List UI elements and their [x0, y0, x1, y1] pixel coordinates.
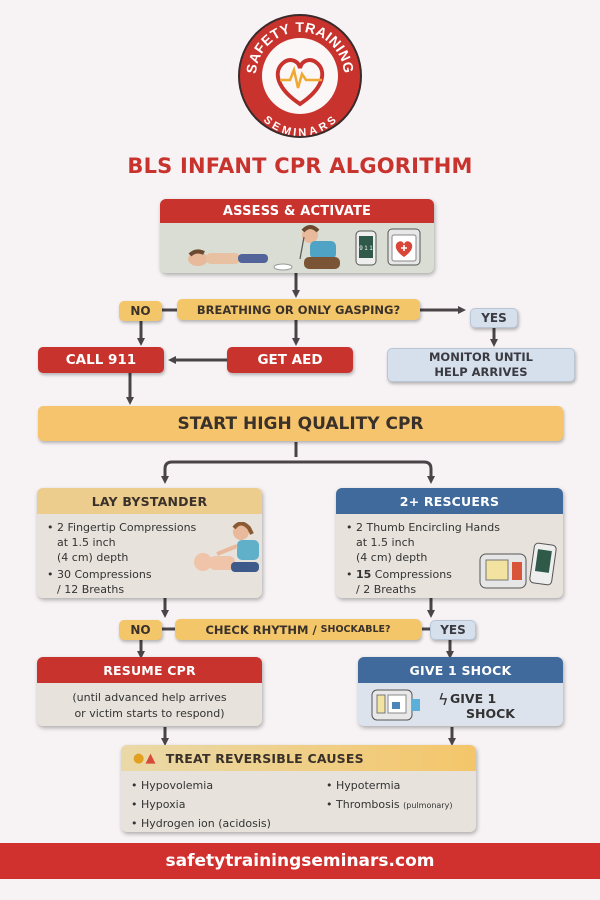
rhythm-question-small: SHOCKABLE? — [320, 624, 391, 635]
lay-bullet-2-line-2: / 12 Breaths — [57, 583, 125, 596]
causes-icon: ● — [133, 750, 145, 766]
cause-item: Thrombosis (pulmonary) — [326, 796, 468, 814]
lay-bullet-1-line-1: 2 Fingertip Compressions — [57, 521, 197, 534]
cause-item: Hypotermia — [326, 777, 468, 794]
call-911-box: CALL 911 — [38, 347, 164, 373]
reversible-causes-panel: ● ▲ TREAT REVERSIBLE CAUSES Hypovolemia … — [121, 745, 476, 832]
infant-lying-figure — [188, 249, 268, 266]
reversible-causes-header: TREAT REVERSIBLE CAUSES — [165, 750, 364, 766]
get-aed-box: GET AED — [227, 347, 353, 373]
rescuers-bullet-2-line-2: / 2 Breaths — [356, 583, 417, 596]
organ-icon: ▲ — [145, 750, 156, 766]
aed-device-icon — [479, 553, 527, 589]
lightning-icon: ϟ — [438, 690, 449, 709]
cause-item: Hypovolemia — [131, 777, 313, 794]
give-shock-panel: GIVE 1 SHOCK ϟ GIVE 1 SHOCK — [358, 657, 563, 726]
rescuers-bullet-2-rest: Compressions — [371, 568, 452, 581]
towel-icon — [273, 263, 293, 271]
rhythm-question: CHECK RHYTHM / SHOCKABLE? — [175, 619, 421, 640]
lay-bystander-panel: LAY BYSTANDER 2 Fingertip Compressions a… — [37, 488, 262, 598]
cause-item: Hydrogen ion (acidosis) — [131, 815, 313, 832]
lay-bystander-header: LAY BYSTANDER — [37, 488, 262, 514]
cause-item: Hypoxia — [131, 796, 313, 813]
rescuers-header: 2+ RESCUERS — [336, 488, 563, 514]
rhythm-question-main: CHECK RHYTHM / — [205, 622, 321, 637]
lay-bullet-1: 2 Fingertip Compressions at 1.5 inch (4 … — [47, 520, 197, 565]
rescuers-bullet-2: 15 Compressions / 2 Breaths — [346, 567, 555, 597]
yes-label-2: YES — [430, 620, 476, 640]
rescuers-bullet-1-line-3: (4 cm) depth — [356, 551, 428, 564]
phone-icon — [529, 542, 557, 586]
rescuers-devices-illustration — [479, 542, 557, 589]
rescuers-compression-count: 15 — [356, 568, 372, 581]
page-title: BLS INFANT CPR ALGORITHM — [127, 154, 473, 178]
assess-activate-header: ASSESS & ACTIVATE — [160, 199, 434, 223]
cause-thrombosis-note: (pulmonary) — [403, 801, 453, 810]
resume-line-2: or victim starts to respond) — [74, 707, 225, 720]
lay-bullet-1-line-3: (4 cm) depth — [57, 551, 129, 564]
monitor-line-1: MONITOR UNTIL — [428, 350, 534, 364]
yes-label-1: YES — [470, 308, 518, 328]
rescuers-bullet-1-line-1: 2 Thumb Encircling Hands — [356, 521, 500, 534]
resume-cpr-header: RESUME CPR — [37, 657, 262, 683]
no-label-2: NO — [119, 620, 162, 640]
give-shock-header: GIVE 1 SHOCK — [358, 657, 563, 683]
logo: SAFETY TRAINING SEMINARS — [236, 12, 364, 140]
aed-icon — [387, 228, 421, 266]
heart-pulse-icon — [275, 58, 325, 107]
rescuers-panel: 2+ RESCUERS 2 Thumb Encircling Hands at … — [336, 488, 563, 598]
rescuers-bullet-1-line-2: at 1.5 inch — [356, 536, 415, 549]
phone-icon: 9 1 1 — [355, 230, 377, 266]
no-label-1: NO — [119, 301, 162, 321]
assess-illustration: 9 1 1 — [188, 225, 421, 271]
lay-bullet-2: 30 Compressions / 12 Breaths — [47, 567, 179, 597]
cause-thrombosis: Thrombosis — [336, 798, 400, 811]
bystander-infant-illustration — [194, 522, 259, 572]
assess-activate-panel: ASSESS & ACTIVATE 9 1 1 — [160, 199, 434, 273]
shock-line-1: GIVE 1 — [450, 691, 497, 706]
breathing-question: BREATHING OR ONLY GASPING? — [177, 299, 420, 320]
rescuers-bullet-1: 2 Thumb Encircling Hands at 1.5 inch (4 … — [346, 520, 555, 565]
arrow-branch-rescuers — [296, 460, 435, 484]
lay-bullet-2-line-1: 30 Compressions — [57, 568, 152, 581]
phone-display-text: 9 1 1 — [359, 246, 373, 252]
resume-line-1: (until advanced help arrives — [72, 691, 227, 704]
lay-bullet-1-line-2: at 1.5 inch — [57, 536, 116, 549]
rescuer-kneeling-figure — [299, 225, 340, 269]
monitor-line-2: HELP ARRIVES — [434, 365, 528, 379]
resume-cpr-panel: RESUME CPR (until advanced help arrives … — [37, 657, 262, 726]
start-cpr-box: START HIGH QUALITY CPR — [38, 406, 563, 441]
aed-device-icon — [371, 689, 420, 721]
monitor-box: MONITOR UNTIL HELP ARRIVES — [387, 348, 575, 382]
footer-website[interactable]: safetytrainingseminars.com — [0, 843, 600, 879]
reversible-causes-head: ● ▲ TREAT REVERSIBLE CAUSES — [121, 745, 476, 771]
shock-line-2: SHOCK — [466, 706, 515, 721]
arrow-branch-lay — [161, 460, 296, 484]
